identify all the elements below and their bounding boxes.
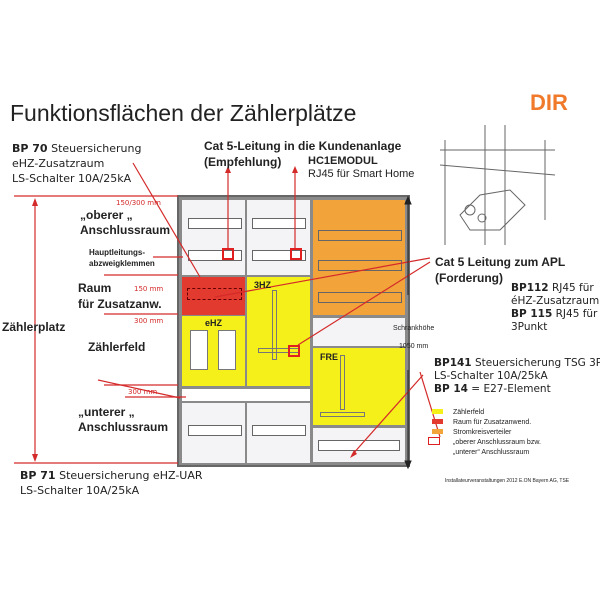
upper-connection-label: „oberer „Anschlussraum xyxy=(80,208,171,237)
brand-mark: DIR xyxy=(530,90,568,115)
dim-150: 150 mm xyxy=(134,285,164,293)
cat5-socket-2 xyxy=(290,248,302,260)
upper-connection-area-2 xyxy=(247,200,310,275)
ehz-label: eHZ xyxy=(205,318,223,328)
dim-150-300: 150/300 mm xyxy=(116,199,161,207)
fre-label: FRE xyxy=(320,352,338,362)
legend-item: Stromkreisverteiler xyxy=(432,428,541,438)
dim-300-top: 300 mm xyxy=(134,317,164,325)
upper-connection-area-1 xyxy=(182,200,245,275)
meter-field-3hz xyxy=(247,277,310,386)
legend-item: „oberer Anschlussraum bzw. xyxy=(453,439,541,446)
legend-item: „unterer“ Anschlussraum xyxy=(453,449,530,456)
zaehlerfeld-label: Zählerfeld xyxy=(88,340,146,354)
cat5-socket-1 xyxy=(222,248,234,260)
legend-item: Zählerfeld xyxy=(432,408,541,418)
wall-mount-sketch xyxy=(439,125,556,245)
footer-text: Installateurveranstaltungen 2012 E.ON Ba… xyxy=(445,478,570,484)
main-line-terminals-label: Hauptleitungs-abzweigklemmen xyxy=(89,248,155,268)
3hz-label: 3HZ xyxy=(254,280,272,290)
apl-label: Cat 5 Leitung zum APL(Forderung) xyxy=(435,255,566,285)
cat5-customer-label: Cat 5-Leitung in die Kundenanlage(Empfeh… xyxy=(204,139,402,169)
page-title: Funktionsflächen der Zählerplätze xyxy=(10,100,357,126)
legend: Zählerfeld Raum für Zusatzanwend. Stromk… xyxy=(432,408,541,458)
dim-300-bottom: 300 mm xyxy=(128,388,158,396)
lower-connection-label: „unterer „Anschlussraum xyxy=(78,405,169,434)
legend-item: Raum für Zusatzanwend. xyxy=(432,418,541,428)
zaehlerplatz-label: Zählerplatz xyxy=(2,320,66,334)
additional-room-red xyxy=(182,277,245,315)
